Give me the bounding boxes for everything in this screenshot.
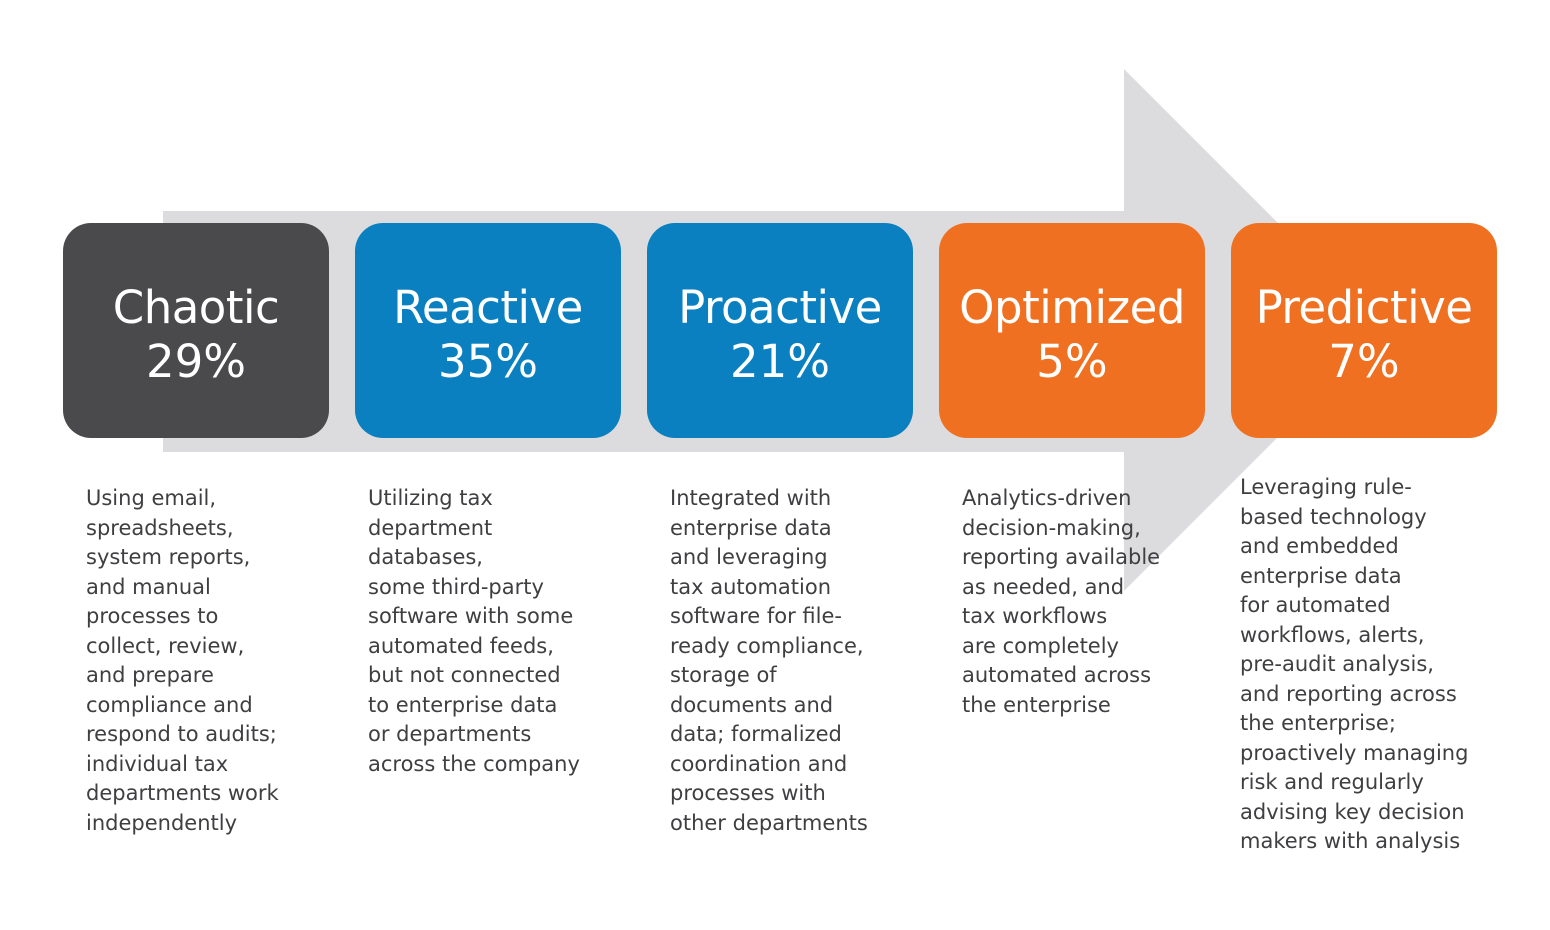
stage-percent-chaotic: 29% bbox=[145, 335, 247, 388]
stage-percent-proactive: 21% bbox=[729, 335, 831, 388]
stage-title-chaotic: Chaotic bbox=[112, 281, 280, 334]
stage-box-reactive: Reactive 35% bbox=[355, 223, 621, 438]
stage-description-chaotic: Using email, spreadsheets, system report… bbox=[86, 486, 279, 835]
stage-title-optimized: Optimized bbox=[959, 281, 1185, 334]
stage-description-optimized: Analytics-driven decision-making, report… bbox=[962, 486, 1161, 717]
stage-box-predictive: Predictive 7% bbox=[1231, 223, 1497, 438]
stage-percent-reactive: 35% bbox=[437, 335, 539, 388]
stage-description-reactive: Utilizing tax department databases, some… bbox=[368, 486, 580, 776]
stage-percent-predictive: 7% bbox=[1328, 335, 1400, 388]
stage-box-chaotic: Chaotic 29% bbox=[63, 223, 329, 438]
stage-description-predictive: Leveraging rule- based technology and em… bbox=[1240, 475, 1469, 853]
stage-percent-optimized: 5% bbox=[1036, 335, 1108, 388]
stage-box-optimized: Optimized 5% bbox=[939, 223, 1205, 438]
stage-title-reactive: Reactive bbox=[393, 281, 583, 334]
stage-box-proactive: Proactive 21% bbox=[647, 223, 913, 438]
stage-description-proactive: Integrated with enterprise data and leve… bbox=[670, 486, 868, 835]
stage-title-predictive: Predictive bbox=[1255, 281, 1473, 334]
stage-title-proactive: Proactive bbox=[678, 281, 882, 334]
